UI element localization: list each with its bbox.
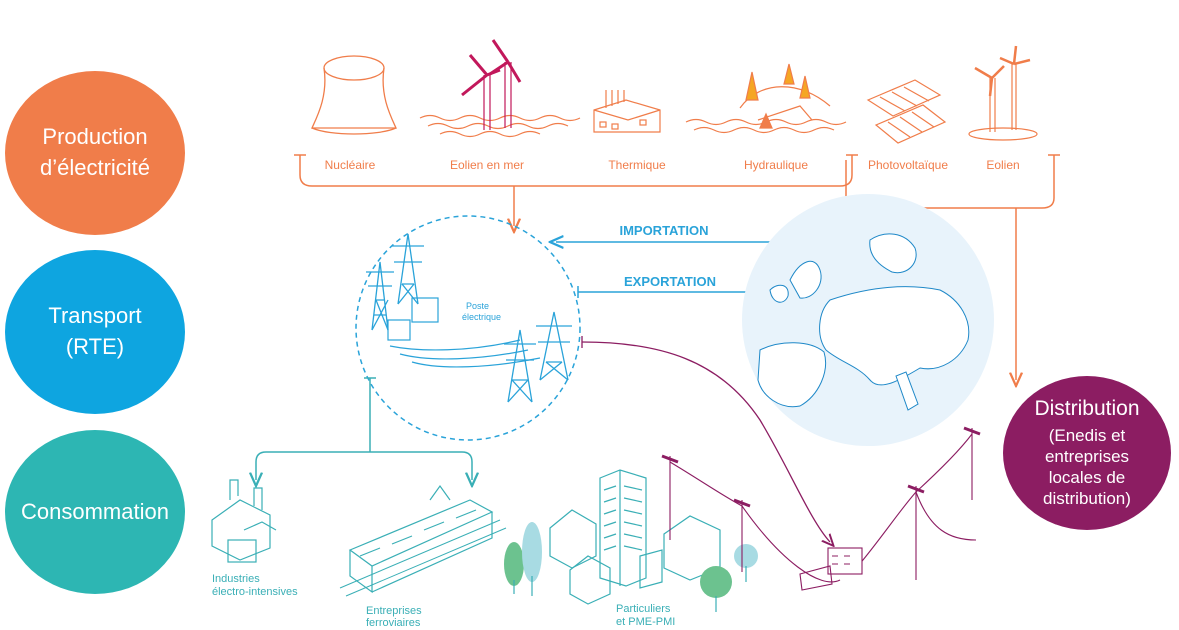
production-label: Production d’électricité <box>39 124 151 180</box>
transport-to-distribution-arrow <box>581 336 830 542</box>
wind-turbine-icon <box>968 45 1038 141</box>
pylon-icon <box>536 311 572 381</box>
hydro-dam-icon <box>685 63 847 134</box>
railway-label-line1: Entreprises <box>366 605 422 617</box>
substation-circle <box>355 215 581 441</box>
source-label-wind: Eolien <box>986 158 1019 172</box>
europe-map-icon <box>742 194 994 446</box>
source-label-nuclear: Nucléaire <box>325 158 376 172</box>
thermal-plant-icon <box>593 90 661 133</box>
distribution-circle: Distribution (Enedis et entreprises loca… <box>1003 376 1171 530</box>
consumption-label: Consommation <box>21 499 169 524</box>
tree-icon <box>504 522 758 612</box>
offshore-wind-icon <box>419 39 581 138</box>
source-label-hydro: Hydraulique <box>744 158 808 172</box>
railway-label-line2: ferroviaires <box>366 617 421 629</box>
households-label-line2: et PME-PMI <box>616 616 675 628</box>
consumption-branch <box>256 377 472 480</box>
city-buildings-icon <box>549 469 721 605</box>
export-arrow <box>577 286 756 298</box>
production-bracket <box>294 154 858 226</box>
distribution-network-icon <box>661 426 981 591</box>
distribution-subtitle: (Enedis et entreprises locales de distri… <box>1043 425 1131 509</box>
transformer-building-icon <box>387 297 541 368</box>
transport-label: Transport (RTE) <box>48 303 142 359</box>
importation-label: IMPORTATION <box>619 223 708 238</box>
source-label-solar: Photovoltaïque <box>868 158 948 172</box>
consumption-circle: Consommation <box>5 430 185 594</box>
source-label-thermal: Thermique <box>608 158 666 172</box>
train-icon <box>339 484 507 597</box>
industry-label-line2: électro-intensives <box>212 586 298 598</box>
poste-label-line2: électrique <box>462 312 501 322</box>
transport-circle: Transport (RTE) <box>5 250 185 414</box>
source-label-offshore-wind: Eolien en mer <box>450 158 524 172</box>
households-label-line1: Particuliers <box>616 603 671 615</box>
production-circle: Production d’électricité <box>5 71 185 235</box>
distribution-title: Distribution <box>1034 397 1140 421</box>
nuclear-plant-icon <box>310 55 398 135</box>
poste-label-line1: Poste <box>466 301 489 311</box>
pylon-icon <box>366 261 394 331</box>
industry-icon <box>211 479 277 563</box>
pylon-icon <box>392 233 424 305</box>
pylon-icon <box>504 329 536 403</box>
solar-panel-icon <box>866 79 947 144</box>
exportation-label: EXPORTATION <box>624 274 716 289</box>
industry-label-line1: Industries <box>212 573 260 585</box>
